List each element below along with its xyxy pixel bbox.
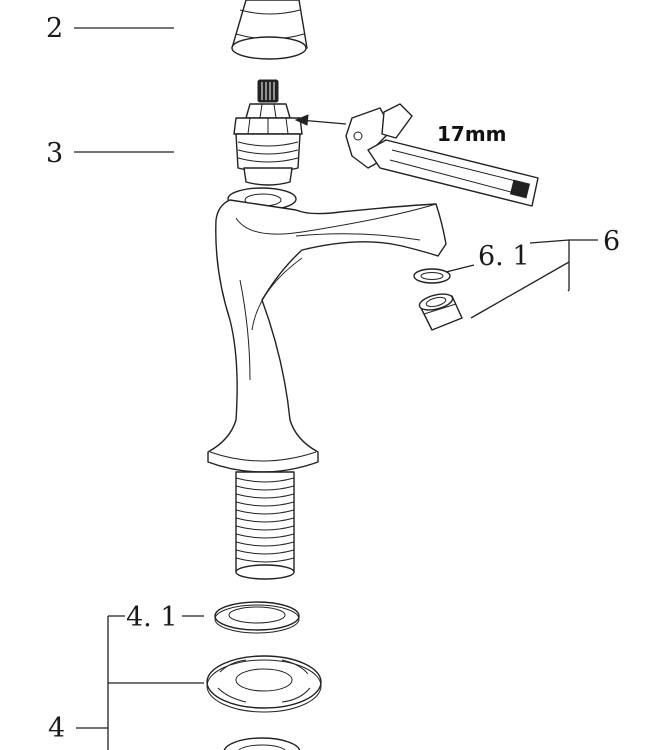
leader-line-6-upper (529, 239, 570, 244)
callout-2-label: 2 (46, 13, 63, 44)
threaded-shank (235, 471, 295, 580)
callout-2: 2 (46, 13, 174, 44)
leader-line-6 (567, 239, 598, 292)
callout-3-label: 3 (46, 138, 63, 169)
lower-nut-part (223, 737, 301, 750)
wrench-arrow (294, 114, 347, 126)
callout-4-1-label: 4. 1 (126, 602, 178, 633)
handle-cap-part (231, 0, 308, 60)
mounting-washer-part (214, 601, 300, 634)
callout-4: 4 (48, 615, 204, 750)
leader-line-6-aerator (470, 261, 570, 319)
aerator-part (418, 293, 463, 331)
callout-4-label: 4 (48, 713, 65, 744)
wrench-size-label: 17mm (437, 122, 507, 146)
callout-4-1: 4. 1 (126, 602, 204, 633)
wrench-tool (345, 103, 539, 207)
mounting-plate-part (206, 655, 322, 713)
faucet-body-part (207, 187, 447, 473)
callout-6: 6 (470, 226, 620, 319)
callout-6-1-label: 6. 1 (478, 241, 530, 272)
cartridge-part (233, 79, 303, 186)
callout-6-label: 6 (603, 226, 620, 257)
callout-3: 3 (46, 138, 174, 169)
aerator-washer-part (413, 268, 451, 284)
leader-line-6-1 (445, 264, 475, 273)
callout-6-1: 6. 1 (445, 241, 530, 273)
